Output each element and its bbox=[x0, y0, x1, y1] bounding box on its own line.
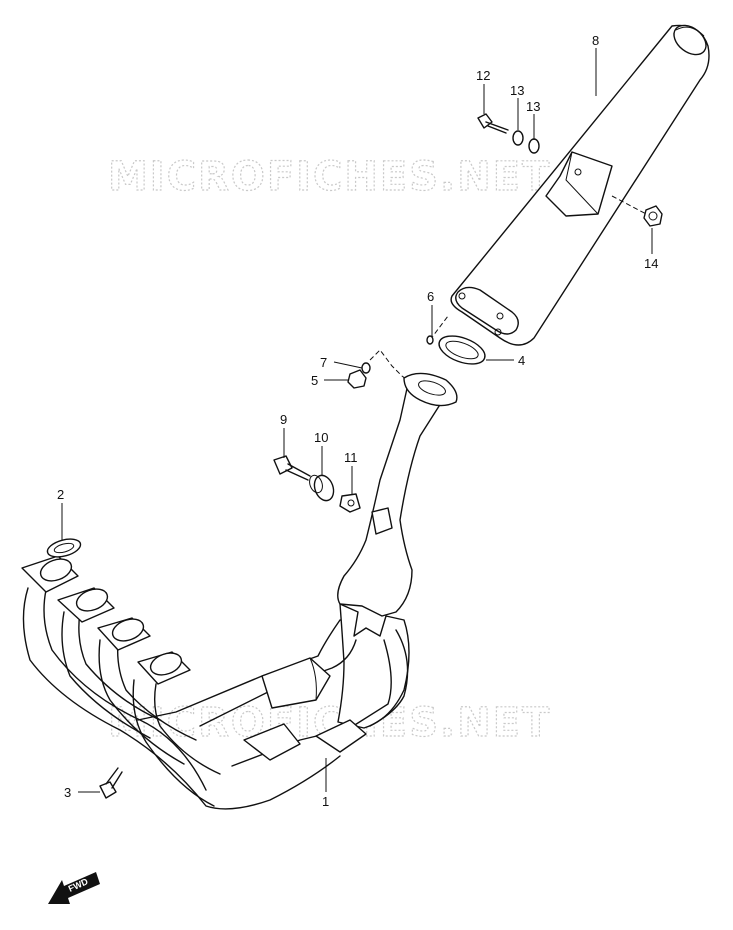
exhaust-pipe bbox=[21, 372, 458, 810]
gasket bbox=[438, 335, 486, 365]
fwd-arrow: FWD bbox=[48, 872, 100, 904]
nut-5 bbox=[347, 369, 367, 389]
header-flange-1 bbox=[21, 555, 79, 593]
header-flange-2 bbox=[57, 587, 115, 623]
header-flange-3 bbox=[97, 617, 151, 651]
callout-5: 5 bbox=[311, 373, 318, 388]
washer-13b bbox=[528, 138, 540, 154]
callout-8: 8 bbox=[592, 33, 599, 48]
callout-7: 7 bbox=[320, 355, 327, 370]
bolt-9 bbox=[273, 455, 311, 481]
callout-13b: 13 bbox=[526, 99, 540, 114]
collar-10 bbox=[309, 474, 335, 502]
header-flange-4 bbox=[137, 651, 191, 685]
callout-1: 1 bbox=[322, 794, 329, 809]
leader-lines bbox=[61, 48, 653, 793]
callout-3: 3 bbox=[64, 785, 71, 800]
header-gasket-2 bbox=[46, 538, 82, 558]
cushion-11 bbox=[339, 493, 361, 513]
callout-12: 12 bbox=[476, 68, 490, 83]
bolt-3 bbox=[99, 767, 123, 799]
washer-6 bbox=[426, 335, 434, 345]
callout-13a: 13 bbox=[510, 83, 524, 98]
callout-9: 9 bbox=[280, 412, 287, 427]
bolt-12 bbox=[477, 113, 509, 134]
callout-6: 6 bbox=[427, 289, 434, 304]
callouts: 1 2 3 4 5 6 7 8 9 10 11 12 13 13 14 bbox=[57, 33, 658, 809]
washer-13a bbox=[512, 130, 524, 146]
watermark-top: MICROFICHES.NET bbox=[108, 154, 551, 200]
callout-14: 14 bbox=[644, 256, 658, 271]
callout-10: 10 bbox=[314, 430, 328, 445]
nut-14 bbox=[643, 205, 663, 227]
washer-7 bbox=[361, 362, 371, 374]
callout-2: 2 bbox=[57, 487, 64, 502]
muffler bbox=[450, 24, 710, 346]
callout-4: 4 bbox=[518, 353, 525, 368]
callout-11: 11 bbox=[344, 450, 358, 465]
